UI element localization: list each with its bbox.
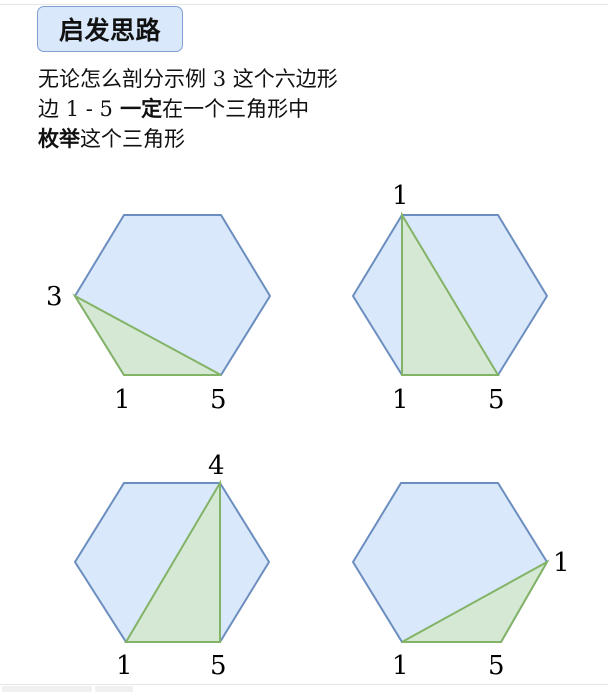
text: 边	[38, 97, 66, 121]
hexagon-case-2: 1 1 5	[351, 181, 549, 415]
title-text: 启发思路	[58, 16, 161, 45]
vertex-label: 5	[210, 385, 227, 415]
vertex-label: 1	[392, 385, 409, 415]
title-badge: 启发思路	[37, 6, 183, 52]
hexagon-case-4: 1 1 5	[351, 482, 570, 681]
vertex-label: 3	[46, 282, 63, 312]
triangle	[401, 559, 550, 643]
vertex-label: 5	[210, 651, 227, 681]
emphasis-text: 一定	[112, 97, 163, 121]
page-tab[interactable]	[2, 686, 92, 692]
triangle	[124, 479, 221, 643]
text: 这个六边形	[226, 67, 338, 91]
hexagon-case-3: 4 1 5	[73, 451, 271, 681]
vertex-label: 1	[553, 548, 570, 578]
vertex-label: 5	[488, 385, 505, 415]
vertex-label: 4	[208, 451, 225, 481]
vertex-label: 5	[488, 651, 505, 681]
description-line-1: 无论怎么剖分示例 3 这个六边形	[38, 64, 338, 94]
description-line-3: 枚举这个三角形	[38, 124, 338, 154]
description: 无论怎么剖分示例 3 这个六边形 边 1 - 5 一定在一个三角形中 枚举这个三…	[38, 64, 338, 154]
triangle	[72, 293, 222, 376]
description-line-2: 边 1 - 5 一定在一个三角形中	[38, 94, 338, 124]
vertex-label: 1	[392, 651, 409, 681]
top-divider	[0, 4, 608, 5]
text: 无论怎么剖分示例	[38, 67, 213, 91]
bottom-divider	[0, 684, 608, 685]
example-number: 3	[212, 67, 227, 91]
page-tab[interactable]	[95, 686, 133, 692]
text: 这个三角形	[80, 127, 185, 151]
vertex-label: 1	[114, 385, 131, 415]
triangle	[401, 211, 500, 376]
vertex-label: 1	[116, 651, 133, 681]
vertex-label: 1	[392, 181, 409, 211]
edge-label: 1 - 5	[65, 97, 113, 121]
emphasis-text: 枚举	[38, 127, 80, 151]
text: 在一个三角形中	[162, 97, 310, 121]
hexagon-case-1: 3 1 5	[46, 214, 272, 415]
